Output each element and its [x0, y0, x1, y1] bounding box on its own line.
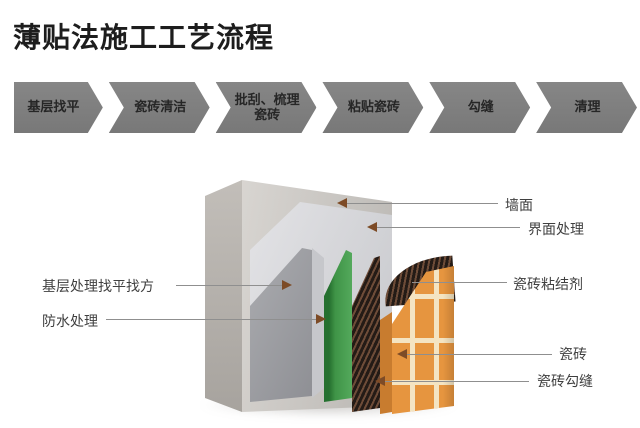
step-label: 批刮、梳理瓷砖	[234, 91, 300, 122]
chevron-step-5: 勾缝	[429, 82, 530, 133]
callout-label-base-leveling: 基层处理找平找方	[42, 278, 154, 294]
callout-line	[106, 319, 316, 320]
chevron-step-3: 批刮、梳理瓷砖	[216, 82, 317, 133]
step-label: 瓷砖清洁	[134, 99, 187, 115]
step-label: 清理	[574, 99, 601, 115]
page-title: 薄贴法施工工艺流程	[13, 22, 275, 53]
callout-label-tile-joint: 瓷砖勾缝	[537, 373, 593, 389]
arrowhead-icon	[316, 314, 326, 324]
tile-side-face	[380, 312, 392, 414]
callout-label-wall: 墙面	[505, 197, 533, 213]
arrowhead-icon	[282, 280, 292, 290]
callout-label-tile: 瓷砖	[559, 346, 587, 362]
arrowhead-icon	[375, 376, 385, 386]
chevron-step-2: 瓷砖清洁	[109, 82, 210, 133]
callout-line	[176, 285, 282, 286]
step-label: 基层找平	[27, 99, 80, 115]
callout-line	[347, 203, 498, 204]
arrowhead-icon	[367, 222, 377, 232]
wall-left-face	[205, 180, 242, 412]
callout-label-waterproof: 防水处理	[42, 313, 98, 329]
arrowhead-icon	[397, 349, 407, 359]
callout-label-adhesive: 瓷砖粘结剂	[513, 276, 583, 292]
callout-line	[407, 354, 552, 355]
arrowhead-icon	[337, 198, 347, 208]
callout-line	[377, 227, 520, 228]
callout-line	[412, 282, 507, 283]
chevron-step-1: 基层找平	[14, 82, 103, 133]
step-label: 粘贴瓷砖	[347, 99, 400, 115]
callout-line	[385, 381, 529, 382]
chevron-step-6: 清理	[536, 82, 637, 133]
process-flow: 基层找平 瓷砖清洁 批刮、梳理瓷砖 粘贴瓷砖 勾缝 清理	[14, 82, 637, 133]
callout-label-interface: 界面处理	[528, 221, 584, 237]
chevron-step-4: 粘贴瓷砖	[322, 82, 423, 133]
step-label: 勾缝	[467, 99, 494, 115]
